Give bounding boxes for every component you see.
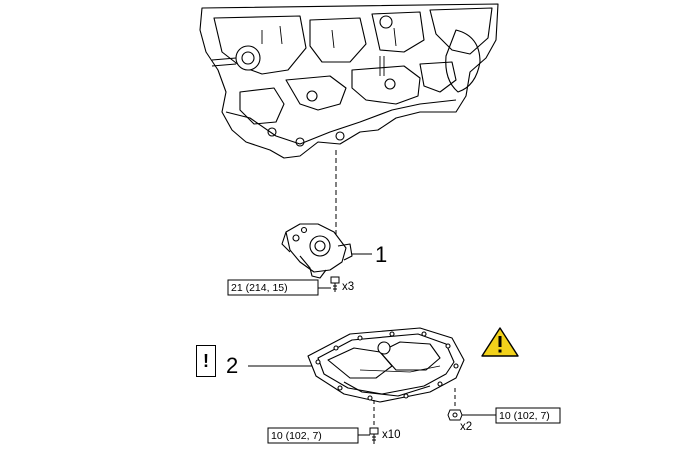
note-mark: ! bbox=[203, 350, 209, 371]
callout-item1: 1 bbox=[375, 242, 387, 267]
note-mark-box: ! bbox=[196, 345, 216, 377]
pump-bolt-icon bbox=[330, 276, 340, 292]
oil-pan bbox=[307, 327, 465, 403]
pan-bolt-icon bbox=[369, 427, 379, 444]
pan-nut-quantity: x2 bbox=[460, 421, 472, 433]
warning-triangle-icon bbox=[481, 327, 519, 357]
pump-bolt-quantity: x3 bbox=[342, 281, 354, 293]
pump-torque-label: 21 (214, 15) bbox=[231, 282, 288, 294]
callout-item2: 2 bbox=[226, 353, 238, 378]
pan-nut-icon bbox=[447, 409, 463, 421]
engine-block bbox=[199, 3, 499, 159]
pan-bolt-quantity: x10 bbox=[382, 429, 401, 441]
pan-nut-torque-label: 10 (102, 7) bbox=[499, 410, 550, 422]
pan-bolt-torque-label: 10 (102, 7) bbox=[271, 430, 322, 442]
oil-pump bbox=[281, 223, 353, 279]
